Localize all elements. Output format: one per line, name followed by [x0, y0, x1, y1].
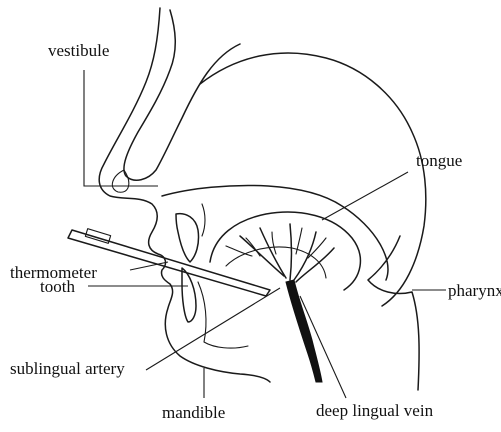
- vestibule-outline: [112, 170, 128, 192]
- mandible-contour: [198, 282, 248, 348]
- tongue-leader: [322, 172, 408, 220]
- nasal-cavity: [124, 10, 240, 180]
- upper-tooth: [176, 214, 199, 262]
- tongue-underside: [226, 247, 326, 278]
- deep-lingual-vein-trunk: [286, 280, 322, 382]
- label-tooth: tooth: [40, 277, 75, 296]
- label-deep-lingual-vein: deep lingual vein: [316, 401, 434, 420]
- pharynx-wall: [368, 236, 419, 390]
- palate: [162, 185, 388, 280]
- upper-tooth-root: [202, 204, 205, 236]
- label-tongue: tongue: [416, 151, 462, 170]
- vestibule-leader: [84, 70, 158, 186]
- face-profile: [99, 8, 270, 382]
- vessel-tree: [226, 224, 334, 282]
- label-mandible: mandible: [162, 403, 225, 422]
- label-pharynx: pharynx: [448, 281, 501, 300]
- lower-tooth: [182, 268, 196, 322]
- label-sublingual-artery: sublingual artery: [10, 359, 125, 378]
- label-vestibule: vestibule: [48, 41, 109, 60]
